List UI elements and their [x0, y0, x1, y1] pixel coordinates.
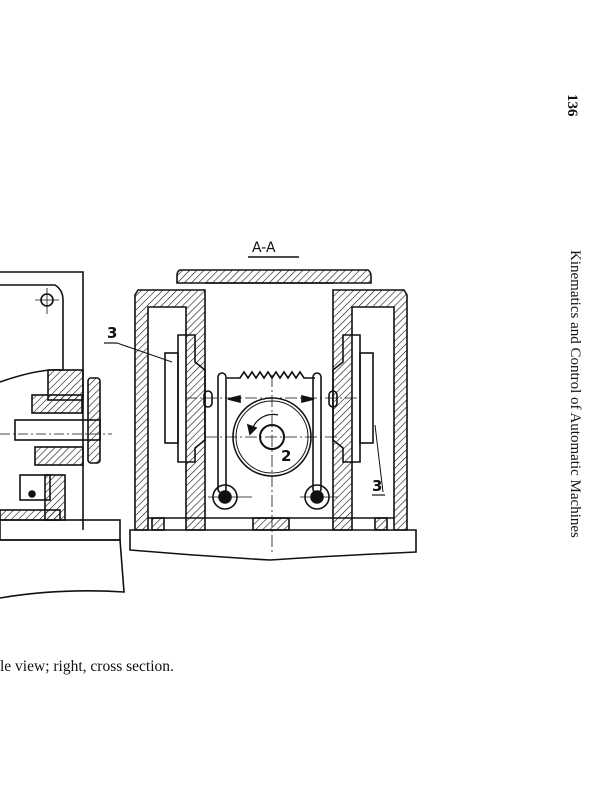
running-head-text: Kinematics and Control of Automatic Mach…	[567, 250, 583, 538]
side-view-partial	[0, 271, 125, 599]
page-number: 136	[560, 94, 582, 124]
page-number-text: 136	[564, 94, 580, 117]
figure-caption: le view; right, cross section.	[0, 658, 174, 675]
callout-2: 2	[281, 447, 291, 465]
cross-section	[104, 269, 417, 561]
running-head: Kinematics and Control of Automatic Mach…	[563, 250, 583, 615]
callout-3-left: 3	[107, 324, 117, 342]
callout-3-right: 3	[372, 477, 382, 495]
section-label: A-A	[252, 240, 276, 256]
